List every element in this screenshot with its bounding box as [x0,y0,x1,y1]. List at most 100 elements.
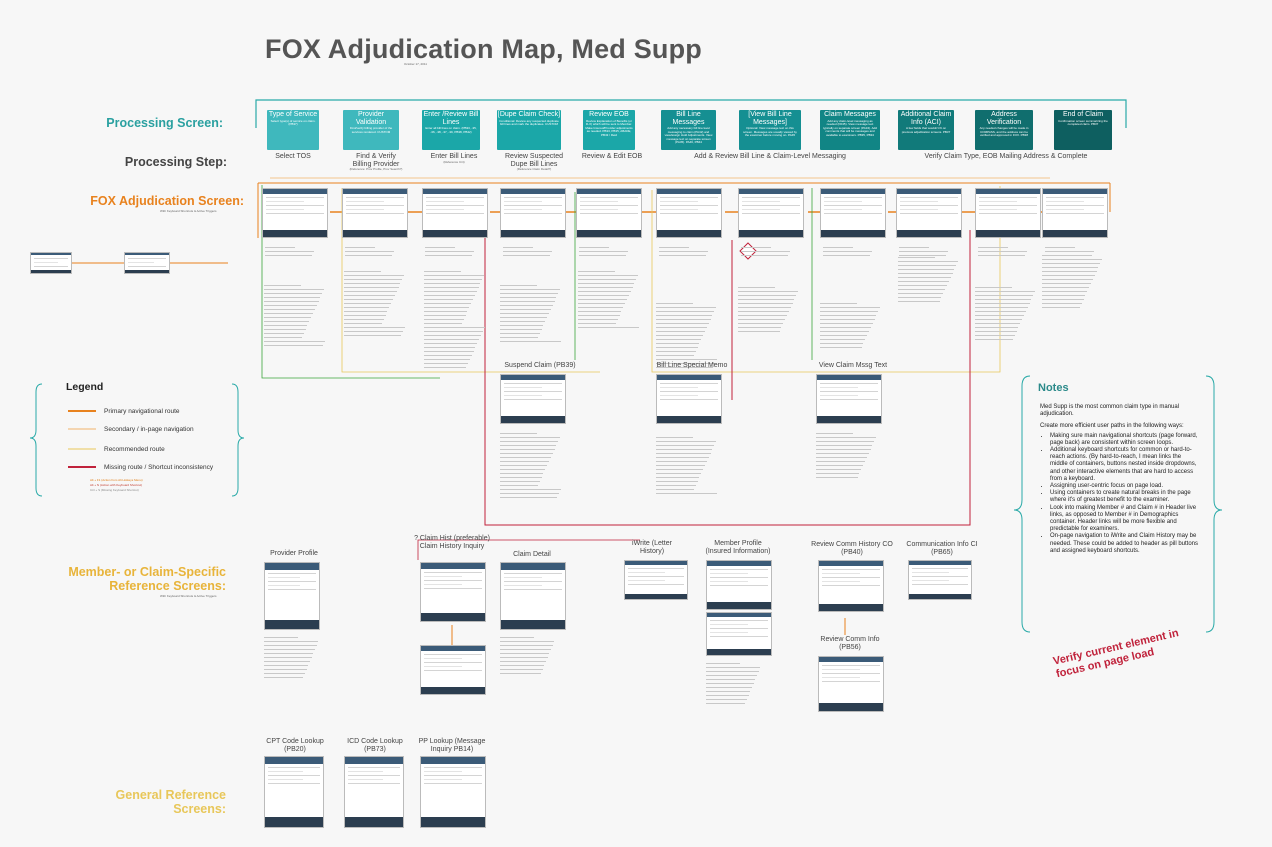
thumb-footer [1043,230,1107,237]
note-line [579,247,609,248]
note-line [975,319,1023,320]
claim-detail-thumb [500,562,566,630]
thumb-line [504,386,543,388]
thumb-line [822,585,880,586]
note-line [264,645,317,646]
note-line [344,303,392,304]
note-line [424,315,466,316]
note-line [500,645,553,646]
note-line [656,437,694,438]
note-line [345,255,392,256]
member-profile-thumb [706,560,772,610]
note-line [425,247,455,248]
thumb-line [660,200,699,202]
note-line [898,265,957,266]
processing-screen-desc: Any needed changes will be made in COMPA… [979,126,1029,137]
provider-notes [264,634,320,678]
note-line [500,337,538,338]
note-line [1042,275,1095,276]
note-line [264,313,313,314]
note-line [424,295,475,296]
title-icd-lookup: ICD Code Lookup (PB73) [347,738,403,753]
fox-adjudication-thumb [422,188,488,238]
thumb-line [348,771,383,772]
note-line [500,445,557,446]
note-line [656,363,715,364]
note-line [706,691,751,692]
thumb-header [819,561,883,566]
claim-history-thumb-2 [420,645,486,695]
note-line [500,497,558,498]
title-claim-mssg-text: View Claim Mssg Text [818,362,888,369]
thumb-line [628,567,684,569]
thumb-line [710,628,768,630]
note-line [344,271,382,272]
note-line [899,251,948,252]
step-dupe-lines: Review Suspected Dupe Bill Lines(Referen… [498,153,570,172]
note-line [656,339,702,340]
note-line [656,469,704,470]
title-bill-line-memo: Bill Line Special Memo [656,362,728,369]
note-line [264,333,304,334]
processing-screen-title: End of Claim [1062,111,1104,118]
note-line [424,283,481,284]
fox-kbd-lines [899,244,949,258]
fox-adjudication-thumb [738,188,804,238]
thumb-line [128,266,166,267]
thumb-line [1046,204,1104,206]
processing-screen-box: [View Bill Line Messages]Optional: View … [739,110,801,150]
processing-screen-desc: Select type(s) of service on claim. (PB3… [270,118,316,126]
note-line [1042,263,1101,264]
page-date: October 17, 2011 [404,62,427,66]
note-line [820,303,858,304]
note-line [500,637,534,638]
thumb-line [820,390,878,392]
legend-key-3: Ctrl + S (Missing Keyboard Shortcut) [90,488,139,492]
note-line [344,295,395,296]
processing-screen-desc: Confirmation screen summarizing the comp… [1058,118,1108,126]
thumb-line [424,775,482,776]
thumb-line [979,208,1018,210]
thumb-line [824,208,863,210]
notes-lead: Create more efficient user paths in the … [1040,423,1184,430]
note-line [500,481,540,482]
thumb-line [710,584,768,586]
note-line [975,331,1017,332]
note-line [656,355,694,356]
thumb-header [625,561,687,565]
thumb-line [266,208,305,210]
note-line [500,329,542,330]
thumb-footer [819,604,883,611]
note-line [656,323,709,324]
row-label-member-note: With Keyboard Shortcuts & Active Trigger… [160,594,217,598]
row-label-member-ref: Member- or Claim-Specific Reference Scre… [68,565,226,593]
thumb-header [501,563,565,570]
thumb-line [824,212,882,214]
thumb-line [660,208,699,210]
title-review-comm-info: Review Comm Info (PB56) [820,636,880,651]
note-line [425,255,472,256]
note-line [1042,279,1093,280]
fox-adjudication-thumb [820,188,886,238]
thumb-footer [817,416,881,423]
note-line [264,641,319,642]
note-line [424,347,476,348]
thumb-line [346,212,404,214]
note-line [264,657,312,658]
note-line [344,327,405,328]
note-line [264,317,312,318]
note-line [500,493,559,494]
note-line [820,335,868,336]
notes-title: Notes [1038,382,1069,394]
thumb-line [822,681,880,683]
thumb-footer [976,230,1040,237]
screen-notes [898,254,960,304]
thumb-line [346,200,385,202]
fox-adjudication-thumb [342,188,408,238]
thumb-footer [657,416,721,423]
thumb-line [912,575,968,577]
